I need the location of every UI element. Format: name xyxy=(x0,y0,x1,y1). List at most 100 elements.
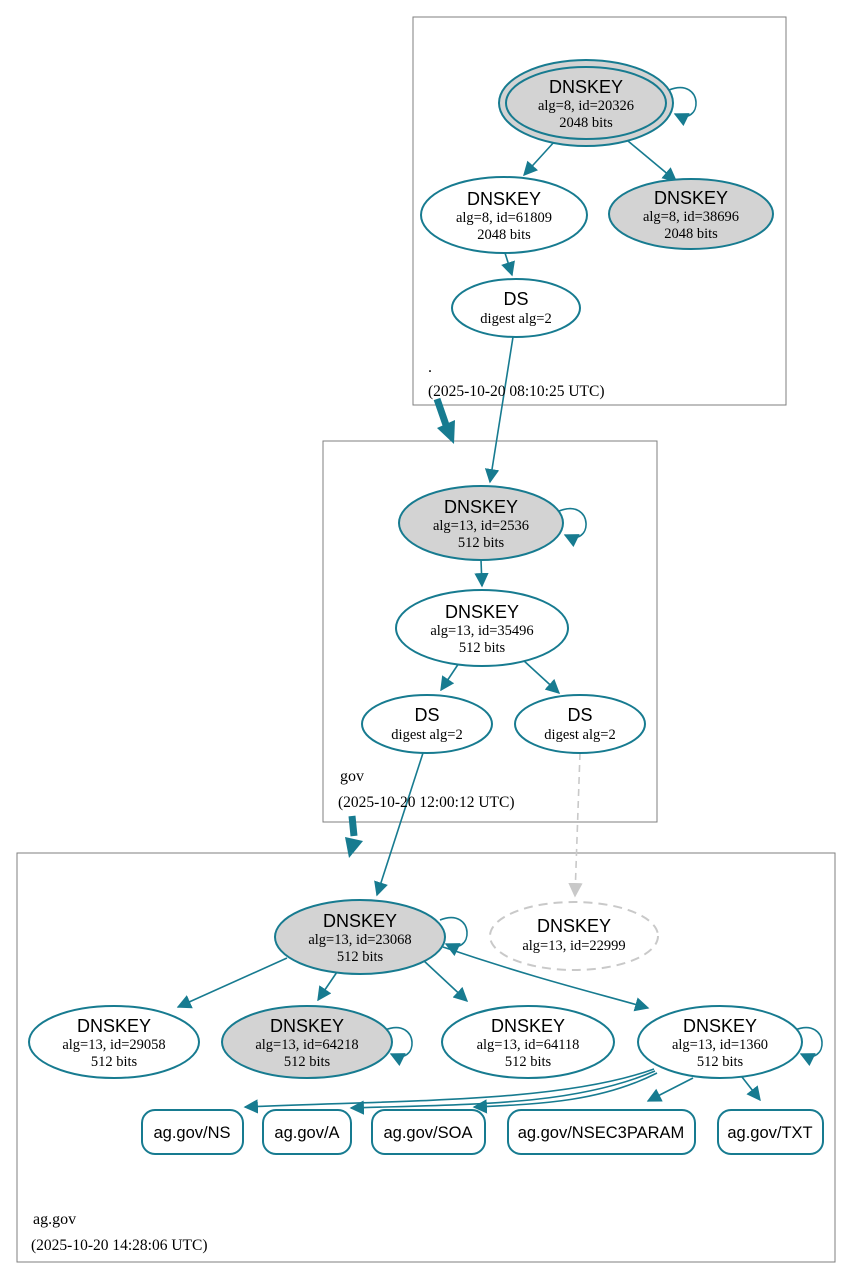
dnskey-64118-alg: alg=13, id=64118 xyxy=(477,1037,580,1053)
dnskey-38696-bits: 2048 bits xyxy=(664,226,718,242)
dnskey-22999-dashed-ellipse xyxy=(489,901,659,971)
dnskey-64118-ellipse xyxy=(441,1005,615,1079)
edge-delegation-root-gov-shaft xyxy=(433,397,450,427)
dnskey-1360-title: DNSKEY xyxy=(683,1016,757,1036)
rrset-node-nsec3param[interactable]: ag.gov/NSEC3PARAM xyxy=(507,1109,696,1155)
dnskey-35496-alg: alg=13, id=35496 xyxy=(430,623,533,639)
ds-gov-right-title: DS xyxy=(567,705,592,725)
gov-zone-box xyxy=(322,440,658,823)
rrset-txt-box xyxy=(717,1109,824,1155)
dnskey-1360-alg: alg=13, id=1360 xyxy=(672,1037,768,1053)
edge-ksk23068-to-key64118 xyxy=(422,959,469,1002)
dnskey-node-1360[interactable]: DNSKEY alg=13, id=1360 512 bits xyxy=(637,1005,803,1079)
dnskey-22999-title: DNSKEY xyxy=(537,916,611,936)
edge-gov-ds-to-missing-key-dashed xyxy=(568,752,583,898)
rrset-node-a[interactable]: ag.gov/A xyxy=(262,1109,352,1155)
dnskey-20326-title: DNSKEY xyxy=(549,77,623,97)
dnskey-23068-ellipse xyxy=(274,899,446,975)
edge-root-ds-to-gov-ksk xyxy=(484,336,514,484)
dnskey-64218-ellipse xyxy=(221,1005,393,1079)
edge-key1360-to-soa xyxy=(472,1072,658,1114)
dnskey-node-64118[interactable]: DNSKEY alg=13, id=64118 512 bits xyxy=(441,1005,615,1079)
ds-gov-right-ellipse xyxy=(514,694,646,754)
edge-aggov-ksk-selfloop xyxy=(439,916,468,957)
dnskey-35496-bits: 512 bits xyxy=(459,640,506,656)
dnskey-22999-alg: alg=13, id=22999 xyxy=(522,938,625,954)
edge-delegation-gov-aggov-head xyxy=(345,837,363,858)
dnskey-node-61809[interactable]: DNSKEY alg=8, id=61809 2048 bits xyxy=(420,176,588,254)
dnskey-node-2536[interactable]: DNSKEY alg=13, id=2536 512 bits xyxy=(398,485,564,561)
root-zone-box xyxy=(412,16,787,406)
dnskey-2536-bits: 512 bits xyxy=(458,535,505,551)
dnskey-node-38696[interactable]: DNSKEY alg=8, id=38696 2048 bits xyxy=(608,178,774,250)
ag-gov-zone-box xyxy=(16,852,836,1263)
gov-zone-timestamp: (2025-10-20 12:00:12 UTC) xyxy=(338,794,515,811)
dnskey-23068-bits: 512 bits xyxy=(337,949,384,965)
dnskey-node-22999-missing[interactable]: DNSKEY alg=13, id=22999 xyxy=(489,901,659,971)
dnskey-61809-title: DNSKEY xyxy=(467,189,541,209)
edge-root-ksk-selfloop xyxy=(668,86,697,127)
ds-gov-right-digest: digest alg=2 xyxy=(544,727,615,743)
edge-key1360-to-nsec3param xyxy=(646,1077,694,1102)
dnskey-node-23068[interactable]: DNSKEY alg=13, id=23068 512 bits xyxy=(274,899,446,975)
rrset-a-label: ag.gov/A xyxy=(274,1124,339,1142)
rrset-ns-box xyxy=(141,1109,244,1155)
edge-ksk23068-to-key1360 xyxy=(442,946,650,1012)
edge-zsk35496-to-ds-left xyxy=(440,662,460,692)
ag-gov-zone-label: ag.gov xyxy=(33,1211,76,1228)
dnskey-node-64218[interactable]: DNSKEY alg=13, id=64218 512 bits xyxy=(221,1005,393,1079)
dnskey-64118-bits: 512 bits xyxy=(505,1054,552,1070)
dnskey-61809-alg: alg=8, id=61809 xyxy=(456,210,552,226)
ds-root-digest: digest alg=2 xyxy=(480,311,551,327)
rrset-soa-box xyxy=(371,1109,486,1155)
edge-zsk35496-to-ds-right xyxy=(522,659,561,694)
dnskey-node-29058[interactable]: DNSKEY alg=13, id=29058 512 bits xyxy=(28,1005,200,1079)
rrset-node-txt[interactable]: ag.gov/TXT xyxy=(717,1109,824,1155)
dnskey-61809-bits: 2048 bits xyxy=(477,227,531,243)
dnskey-20326-outer-ellipse xyxy=(498,59,674,147)
ds-gov-left-ellipse xyxy=(361,694,493,754)
rrset-nsec3param-box xyxy=(507,1109,696,1155)
rrset-soa-label: ag.gov/SOA xyxy=(384,1124,473,1142)
root-zone-timestamp: (2025-10-20 08:10:25 UTC) xyxy=(428,383,605,400)
edge-key1360-to-a xyxy=(349,1070,656,1115)
ds-gov-left-title: DS xyxy=(414,705,439,725)
edge-key1360-selfloop xyxy=(794,1026,823,1067)
rrset-node-soa[interactable]: ag.gov/SOA xyxy=(371,1109,486,1155)
dnskey-1360-ellipse xyxy=(637,1005,803,1079)
edge-key64218-selfloop xyxy=(384,1026,413,1067)
dnskey-38696-alg: alg=8, id=38696 xyxy=(643,209,739,225)
edge-delegation-root-gov-head xyxy=(437,420,455,444)
dnskey-23068-alg: alg=13, id=23068 xyxy=(308,932,411,948)
ds-node-gov-left[interactable]: DS digest alg=2 xyxy=(361,694,493,754)
dnskey-20326-alg: alg=8, id=20326 xyxy=(538,98,634,114)
edge-ksk23068-to-key29058 xyxy=(176,957,288,1009)
dnskey-64118-title: DNSKEY xyxy=(491,1016,565,1036)
dnskey-node-35496[interactable]: DNSKEY alg=13, id=35496 512 bits xyxy=(395,589,569,667)
rrset-ns-label: ag.gov/NS xyxy=(153,1124,230,1142)
dnskey-23068-title: DNSKEY xyxy=(323,911,397,931)
ds-node-root[interactable]: DS digest alg=2 xyxy=(451,278,581,338)
ds-root-title: DS xyxy=(503,289,528,309)
edge-root-ksk-to-key38696 xyxy=(627,140,678,182)
edge-key1360-to-txt xyxy=(741,1076,761,1102)
dnskey-29058-alg: alg=13, id=29058 xyxy=(62,1037,165,1053)
dnskey-29058-bits: 512 bits xyxy=(91,1054,138,1070)
root-zone-label: . xyxy=(428,359,432,376)
dnskey-2536-title: DNSKEY xyxy=(444,497,518,517)
edge-zsk61809-to-ds xyxy=(501,252,515,277)
rrset-a-box xyxy=(262,1109,352,1155)
dnskey-38696-title: DNSKEY xyxy=(654,188,728,208)
dnskey-20326-inner-ellipse xyxy=(505,66,667,140)
dnskey-29058-title: DNSKEY xyxy=(77,1016,151,1036)
rrset-node-ns[interactable]: ag.gov/NS xyxy=(141,1109,244,1155)
ds-gov-left-digest: digest alg=2 xyxy=(391,727,462,743)
ds-node-gov-right[interactable]: DS digest alg=2 xyxy=(514,694,646,754)
ag-gov-zone-timestamp: (2025-10-20 14:28:06 UTC) xyxy=(31,1237,208,1254)
dnskey-2536-alg: alg=13, id=2536 xyxy=(433,518,529,534)
dnskey-35496-title: DNSKEY xyxy=(445,602,519,622)
edge-gov-ds-to-aggov-ksk xyxy=(374,752,424,897)
dnskey-node-20326[interactable]: DNSKEY alg=8, id=20326 2048 bits xyxy=(498,59,674,147)
gov-zone-label: gov xyxy=(340,768,364,785)
